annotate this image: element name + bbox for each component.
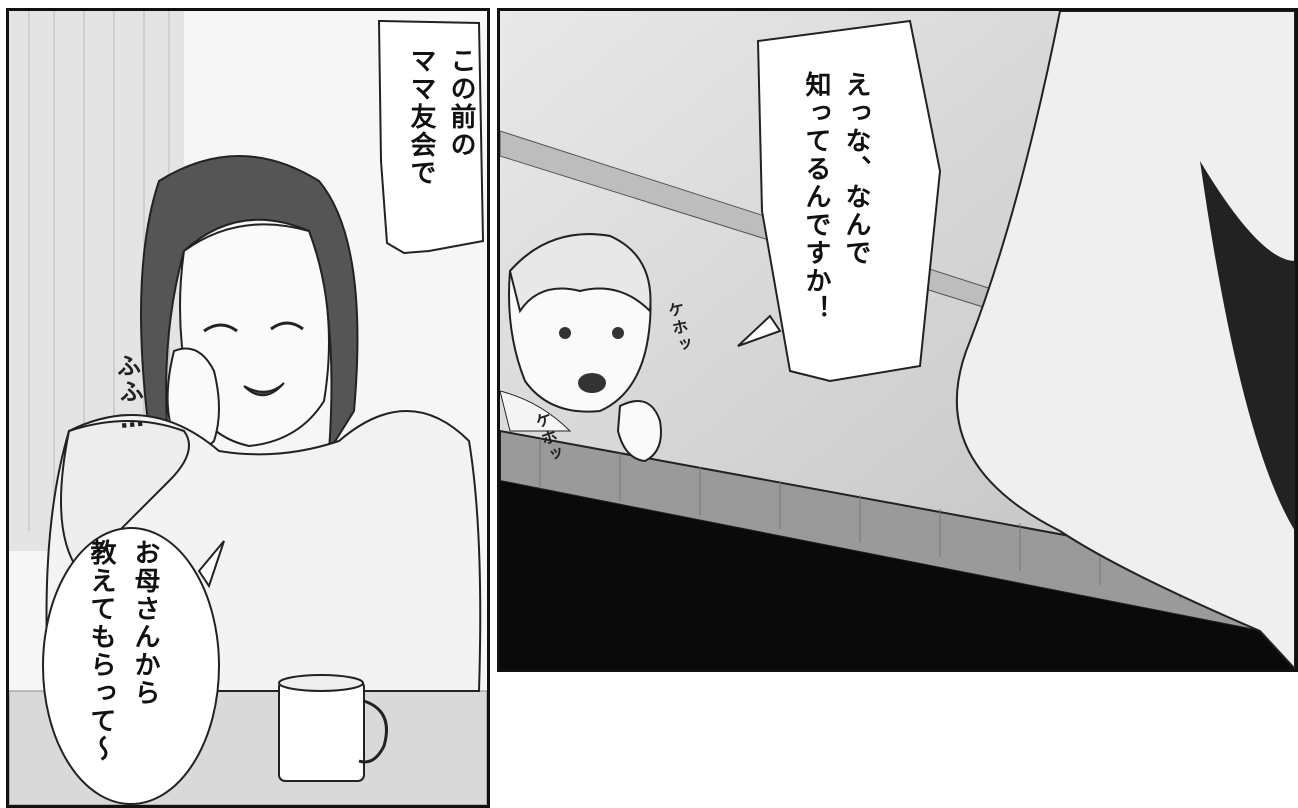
speech-bubble-right: えっな、なんで 知ってるんですか！	[801, 71, 871, 323]
panel-right-art	[500, 11, 1295, 669]
panel-left: この前の ママ友会で お母さんから 教えてもらって〜 ふふ…	[6, 8, 490, 808]
speech-bubble-bottom: お母さんから 教えてもらって〜	[86, 539, 160, 763]
speech-bubble-top: この前の ママ友会で	[406, 47, 476, 187]
panel-left-art	[9, 11, 487, 805]
panel-right: えっな、なんで 知ってるんですか！ ケホッ ケホッ	[497, 8, 1298, 672]
